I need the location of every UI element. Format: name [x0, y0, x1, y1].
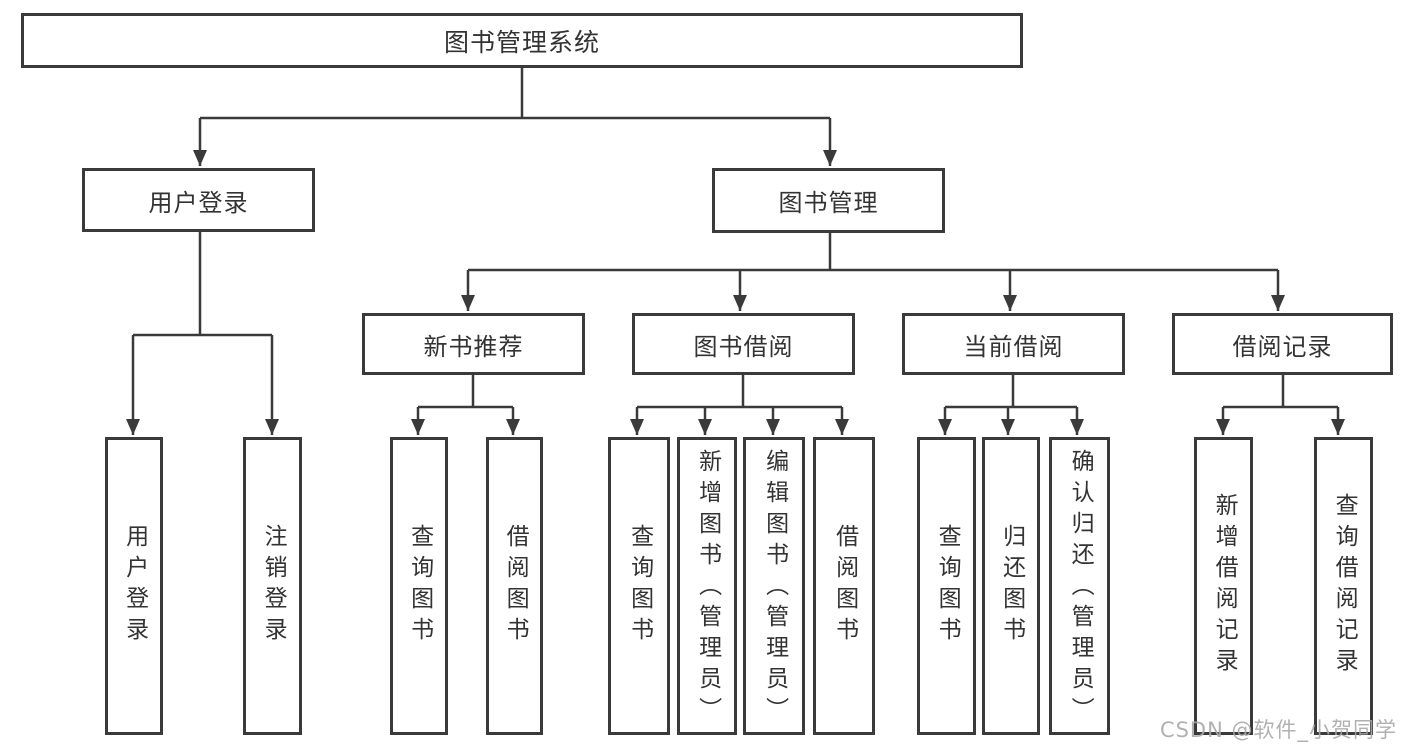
leaf-label: 编辑图书（管理员）: [761, 449, 788, 728]
leaf-label: 借阅图书: [502, 524, 529, 648]
leaf-nbr-borrow-books: 借阅图书: [486, 437, 543, 735]
node-current-borrowing: 当前借阅: [902, 313, 1125, 375]
leaf-label: 归还图书: [998, 524, 1025, 648]
leaf-cb-query-books: 查询图书: [917, 437, 976, 735]
leaf-cb-return-books: 归还图书: [982, 437, 1040, 735]
node-new-book-recommend: 新书推荐: [362, 313, 585, 375]
leaf-label: 借阅图书: [831, 524, 858, 648]
leaf-label: 注销登录: [260, 524, 287, 648]
leaf-label: 用户登录: [121, 524, 148, 648]
node-book-borrowing: 图书借阅: [632, 313, 855, 375]
node-book-management: 图书管理: [712, 168, 945, 233]
leaf-label: 查询图书: [626, 524, 653, 648]
leaf-label: 新增借阅记录: [1211, 493, 1238, 679]
leaf-bb-borrow-books: 借阅图书: [813, 437, 875, 735]
watermark: CSDN @软件_小贺同学: [1159, 718, 1397, 742]
node-borrow-records: 借阅记录: [1172, 313, 1393, 375]
leaf-nbr-query-books: 查询图书: [390, 437, 448, 735]
leaf-label: 查询图书: [406, 524, 433, 648]
leaf-br-query-borrow-record: 查询借阅记录: [1314, 437, 1373, 735]
node-user-login: 用户登录: [82, 168, 315, 232]
leaf-label: 查询借阅记录: [1331, 493, 1358, 679]
leaf-cb-confirm-return-admin: 确认归还（管理员）: [1049, 437, 1110, 735]
leaf-label: 查询图书: [934, 524, 961, 648]
leaf-user-login: 用户登录: [105, 437, 163, 735]
leaf-logout: 注销登录: [243, 437, 302, 735]
leaf-label: 确认归还（管理员）: [1067, 449, 1094, 728]
leaf-bb-query-books: 查询图书: [608, 437, 670, 735]
leaf-label: 新增图书（管理员）: [694, 449, 721, 728]
leaf-bb-add-books-admin: 新增图书（管理员）: [677, 437, 737, 735]
leaf-br-add-borrow-record: 新增借阅记录: [1194, 437, 1253, 735]
node-root: 图书管理系统: [21, 13, 1023, 68]
leaf-bb-edit-books-admin: 编辑图书（管理员）: [743, 437, 805, 735]
